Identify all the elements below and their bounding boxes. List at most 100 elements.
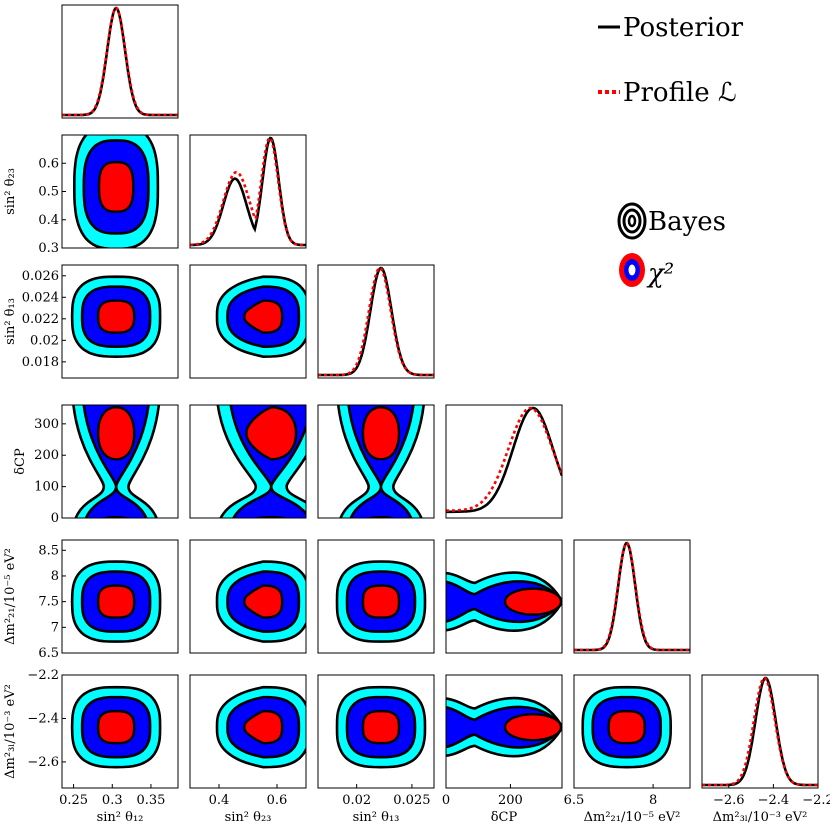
y-axis-label-dcp: δCP (13, 448, 28, 475)
y-tick-label: 0.022 (22, 312, 59, 327)
x-tick-label: 8 (649, 793, 657, 808)
x-tick-label: 0.35 (136, 793, 165, 808)
y-tick-label: 0 (51, 511, 59, 526)
profile-line-dm3l (702, 676, 818, 787)
y-tick-label: 0.018 (22, 355, 59, 370)
contour-panel-s13-dm3l (335, 685, 427, 769)
panel-frame (317, 674, 435, 789)
posterior-line-s12 (62, 6, 178, 117)
x-tick-label: 0 (442, 793, 450, 808)
contour-level-1sigma (361, 584, 401, 619)
contour-level-1sigma (97, 160, 135, 213)
panel-frame (61, 4, 179, 119)
legend-bayes-label: Bayes (648, 207, 726, 237)
panel-frame (445, 674, 563, 789)
posterior-line-s13 (318, 266, 434, 377)
x-tick-label: 200 (498, 793, 523, 808)
x-tick-label: 0.4 (209, 793, 230, 808)
y-tick-label: 8.5 (38, 543, 59, 558)
panel-frame (317, 404, 435, 519)
panel-frame (189, 264, 307, 379)
y-tick-label: −2.2 (27, 668, 59, 683)
panel-frame (573, 674, 691, 789)
contour-level-2sigma-lower (367, 515, 395, 518)
contour-level-1sigma (503, 712, 562, 742)
contour-level-2sigma-lower (102, 515, 130, 518)
x-tick-label: 0.25 (59, 793, 88, 808)
y-tick-label: 300 (34, 417, 59, 432)
x-axis-label-dcp: δCP (491, 810, 518, 825)
contour-panel-dm21-dm3l (581, 685, 673, 769)
y-tick-label: 0.5 (38, 185, 59, 200)
panel-frame (189, 674, 307, 789)
contour-level-1sigma (245, 406, 298, 461)
contour-level-1sigma (243, 584, 284, 619)
y-tick-label: 100 (34, 480, 59, 495)
legend-chi2-swatch (619, 253, 645, 287)
panel-frame (61, 539, 179, 654)
posterior-line-dm3l (702, 676, 818, 787)
contour-level-1sigma (503, 587, 562, 616)
contour-level-1sigma (361, 406, 401, 461)
y-axis-label-s13: sin² θ₁₃ (3, 298, 18, 345)
panel-frame (573, 539, 691, 654)
posterior-panel-s23 (190, 136, 306, 247)
contour-panel-s13-dm21 (335, 560, 427, 643)
contour-panel-s23-s13 (215, 275, 306, 359)
contour-panel-dcp-dm21 (446, 571, 562, 632)
y-tick-label: 0.024 (22, 290, 59, 305)
x-axis-label-dm21: Δm²₂₁/10⁻⁵ eV² (584, 810, 681, 825)
profile-line-dm21 (574, 541, 690, 652)
y-axis-label-dm21: Δm²₂₁/10⁻⁵ eV² (3, 548, 18, 645)
posterior-panel-dm3l (702, 676, 818, 787)
contour-level-1sigma (243, 710, 284, 745)
contour-level-1sigma (96, 299, 136, 334)
legend-chi2-label: χ² (646, 259, 674, 289)
y-tick-label: 0.3 (38, 241, 59, 256)
contour-level-1sigma (96, 584, 136, 619)
y-tick-label: 0.4 (38, 213, 59, 228)
y-tick-label: 7.5 (38, 595, 59, 610)
x-tick-label: −2.6 (713, 793, 745, 808)
x-axis-label-s23: sin² θ₂₃ (225, 810, 272, 825)
posterior-panel-s12 (62, 6, 178, 117)
y-tick-label: 200 (34, 448, 59, 463)
contour-panel-s12-s13 (70, 275, 162, 359)
panel-frame (701, 674, 819, 789)
x-tick-label: 0.3 (102, 793, 123, 808)
contour-panel-s23-dcp (216, 405, 306, 518)
contour-panel-s23-dm3l (215, 685, 306, 769)
y-tick-label: 8 (51, 569, 59, 584)
contour-panel-s12-dcp (72, 405, 161, 518)
y-tick-label: −2.6 (27, 755, 59, 770)
y-tick-label: −2.4 (27, 711, 59, 726)
profile-line-dcp (446, 406, 562, 512)
panel-frame (189, 134, 307, 249)
y-tick-label: 0.026 (22, 269, 59, 284)
panel-frame (61, 404, 179, 519)
legend-posterior-label: Posterior (623, 13, 744, 43)
panel-frame (317, 539, 435, 654)
y-tick-label: 7 (51, 620, 59, 635)
x-tick-label: 0.02 (342, 793, 371, 808)
profile-line-s13 (318, 266, 434, 377)
x-axis-label-dm3l: Δm²₃ₗ/10⁻³ eV² (713, 810, 808, 825)
panel-frame (189, 404, 307, 519)
contour-level-1sigma (96, 710, 136, 745)
y-axis-label-s23: sin² θ₂₃ (3, 168, 18, 215)
posterior-line-dm21 (574, 541, 690, 652)
y-tick-label: 0.6 (38, 156, 59, 171)
y-tick-label: 0.02 (30, 333, 59, 348)
x-tick-label: −2.2 (802, 793, 830, 808)
contour-level-1sigma (243, 299, 284, 334)
contour-panel-s12-dm3l (70, 685, 162, 769)
panel-frame (61, 674, 179, 789)
x-axis-label-s12: sin² θ₁₂ (97, 810, 144, 825)
panel-frame (61, 264, 179, 379)
contour-level-1sigma (607, 710, 646, 745)
contour-level-1sigma (96, 406, 136, 461)
x-tick-label: 6.5 (564, 793, 585, 808)
posterior-panel-s13 (318, 266, 434, 377)
